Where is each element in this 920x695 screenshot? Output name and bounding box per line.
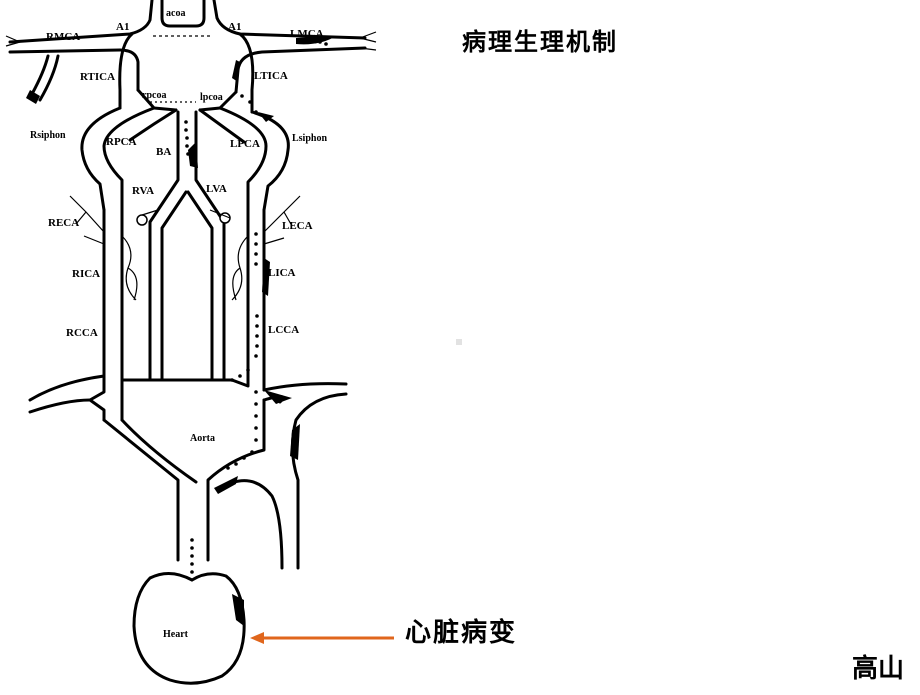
author-name: 高山 <box>852 654 905 684</box>
rtica-plaque <box>26 90 40 104</box>
rpca <box>128 108 178 142</box>
ltica-plaque <box>232 60 240 82</box>
label-lica: LICA <box>268 267 296 279</box>
heart-plaque <box>232 594 244 626</box>
heart-outline <box>132 572 246 685</box>
descending-plaque <box>290 424 300 460</box>
heart-arrow <box>250 632 394 644</box>
lsiphon-inner <box>218 106 268 212</box>
ba-plaque <box>188 142 198 168</box>
heart-disease-label: 心脏病变 <box>405 618 518 648</box>
rtica-branch-2 <box>38 54 60 102</box>
label-heart: Heart <box>163 629 189 640</box>
rva-knob <box>136 214 148 226</box>
basilar-vertebral <box>136 110 231 382</box>
ba-dots <box>184 120 190 156</box>
acoa-box <box>160 0 206 28</box>
right-subclavian-lower <box>28 398 92 414</box>
lva-inner <box>186 190 214 382</box>
leca-branches <box>263 195 301 245</box>
label-lpca: LPCA <box>230 138 260 150</box>
lica-vessels <box>231 235 249 301</box>
label-rpcoa: rpcoa <box>142 90 166 101</box>
rva-inner <box>160 190 188 382</box>
label-ltica: LTICA <box>254 70 288 82</box>
decorative-speck <box>456 339 462 345</box>
label-a1-right: A1 <box>228 21 241 33</box>
lsiphon-outer <box>250 110 290 212</box>
lsiphon-plaque <box>258 112 274 122</box>
rtica-outer <box>118 32 134 110</box>
rva-outer <box>148 110 180 382</box>
lica-plaque <box>262 258 270 296</box>
aortic-root-plaque <box>214 476 238 494</box>
aorta-left-wall <box>102 418 180 562</box>
descending-aorta-outer <box>291 392 348 570</box>
label-aorta: Aorta <box>190 433 215 444</box>
label-rsiphon: Rsiphon <box>30 130 66 141</box>
descending-aorta-inner <box>218 479 284 570</box>
label-ba: BA <box>156 146 171 158</box>
aorta-right-wall <box>206 398 266 562</box>
rica-vessels <box>121 235 138 301</box>
aorta-dots <box>190 390 258 574</box>
label-rcca: RCCA <box>66 327 98 339</box>
label-lpcoa: lpcoa <box>200 92 223 103</box>
aorta-inner-wall <box>120 418 198 484</box>
label-rpca: RPCA <box>106 136 137 148</box>
siphons <box>80 106 290 212</box>
label-leca: LECA <box>282 220 313 232</box>
rsiphon-inner <box>102 106 156 212</box>
circle-of-willis <box>5 0 377 114</box>
lmca-plaque <box>296 36 336 45</box>
label-rva: RVA <box>132 185 154 197</box>
rtica-branch-1 <box>30 54 50 96</box>
label-lcca: LCCA <box>268 324 299 336</box>
rsiphon-outer <box>80 106 122 212</box>
rmca-fan <box>5 35 21 47</box>
lica-inner <box>230 208 250 388</box>
reca-branches <box>69 195 105 245</box>
lmca-fan <box>359 31 377 51</box>
arch-plaque-top <box>264 390 292 404</box>
label-lva: LVA <box>206 183 227 195</box>
vertebral-twigs <box>141 209 231 219</box>
arrow-head <box>250 632 264 644</box>
label-lsiphon: Lsiphon <box>292 133 327 144</box>
right-subclavian-upper <box>28 374 106 402</box>
lva-outer <box>194 110 226 382</box>
label-acoa: acoa <box>166 8 185 19</box>
vessel-labels: acoa A1 A1 RMCA LMCA RTICA LTICA rpcoa l… <box>30 8 327 640</box>
rmca-lower <box>8 48 140 92</box>
carotids <box>69 36 336 422</box>
label-a1-left: A1 <box>116 21 129 33</box>
heart <box>132 572 246 685</box>
ltica-outer <box>238 32 255 114</box>
lpca <box>198 108 246 144</box>
lcca-dots <box>230 232 259 382</box>
label-rtica: RTICA <box>80 71 115 83</box>
aortic-arch <box>28 374 348 574</box>
slide-title: 病理生理机制 <box>462 28 618 56</box>
label-rica: RICA <box>72 268 100 280</box>
left-subclavian-upper <box>262 382 348 392</box>
label-rmca: RMCA <box>46 31 80 43</box>
label-lmca: LMCA <box>290 28 324 40</box>
label-reca: RECA <box>48 217 79 229</box>
